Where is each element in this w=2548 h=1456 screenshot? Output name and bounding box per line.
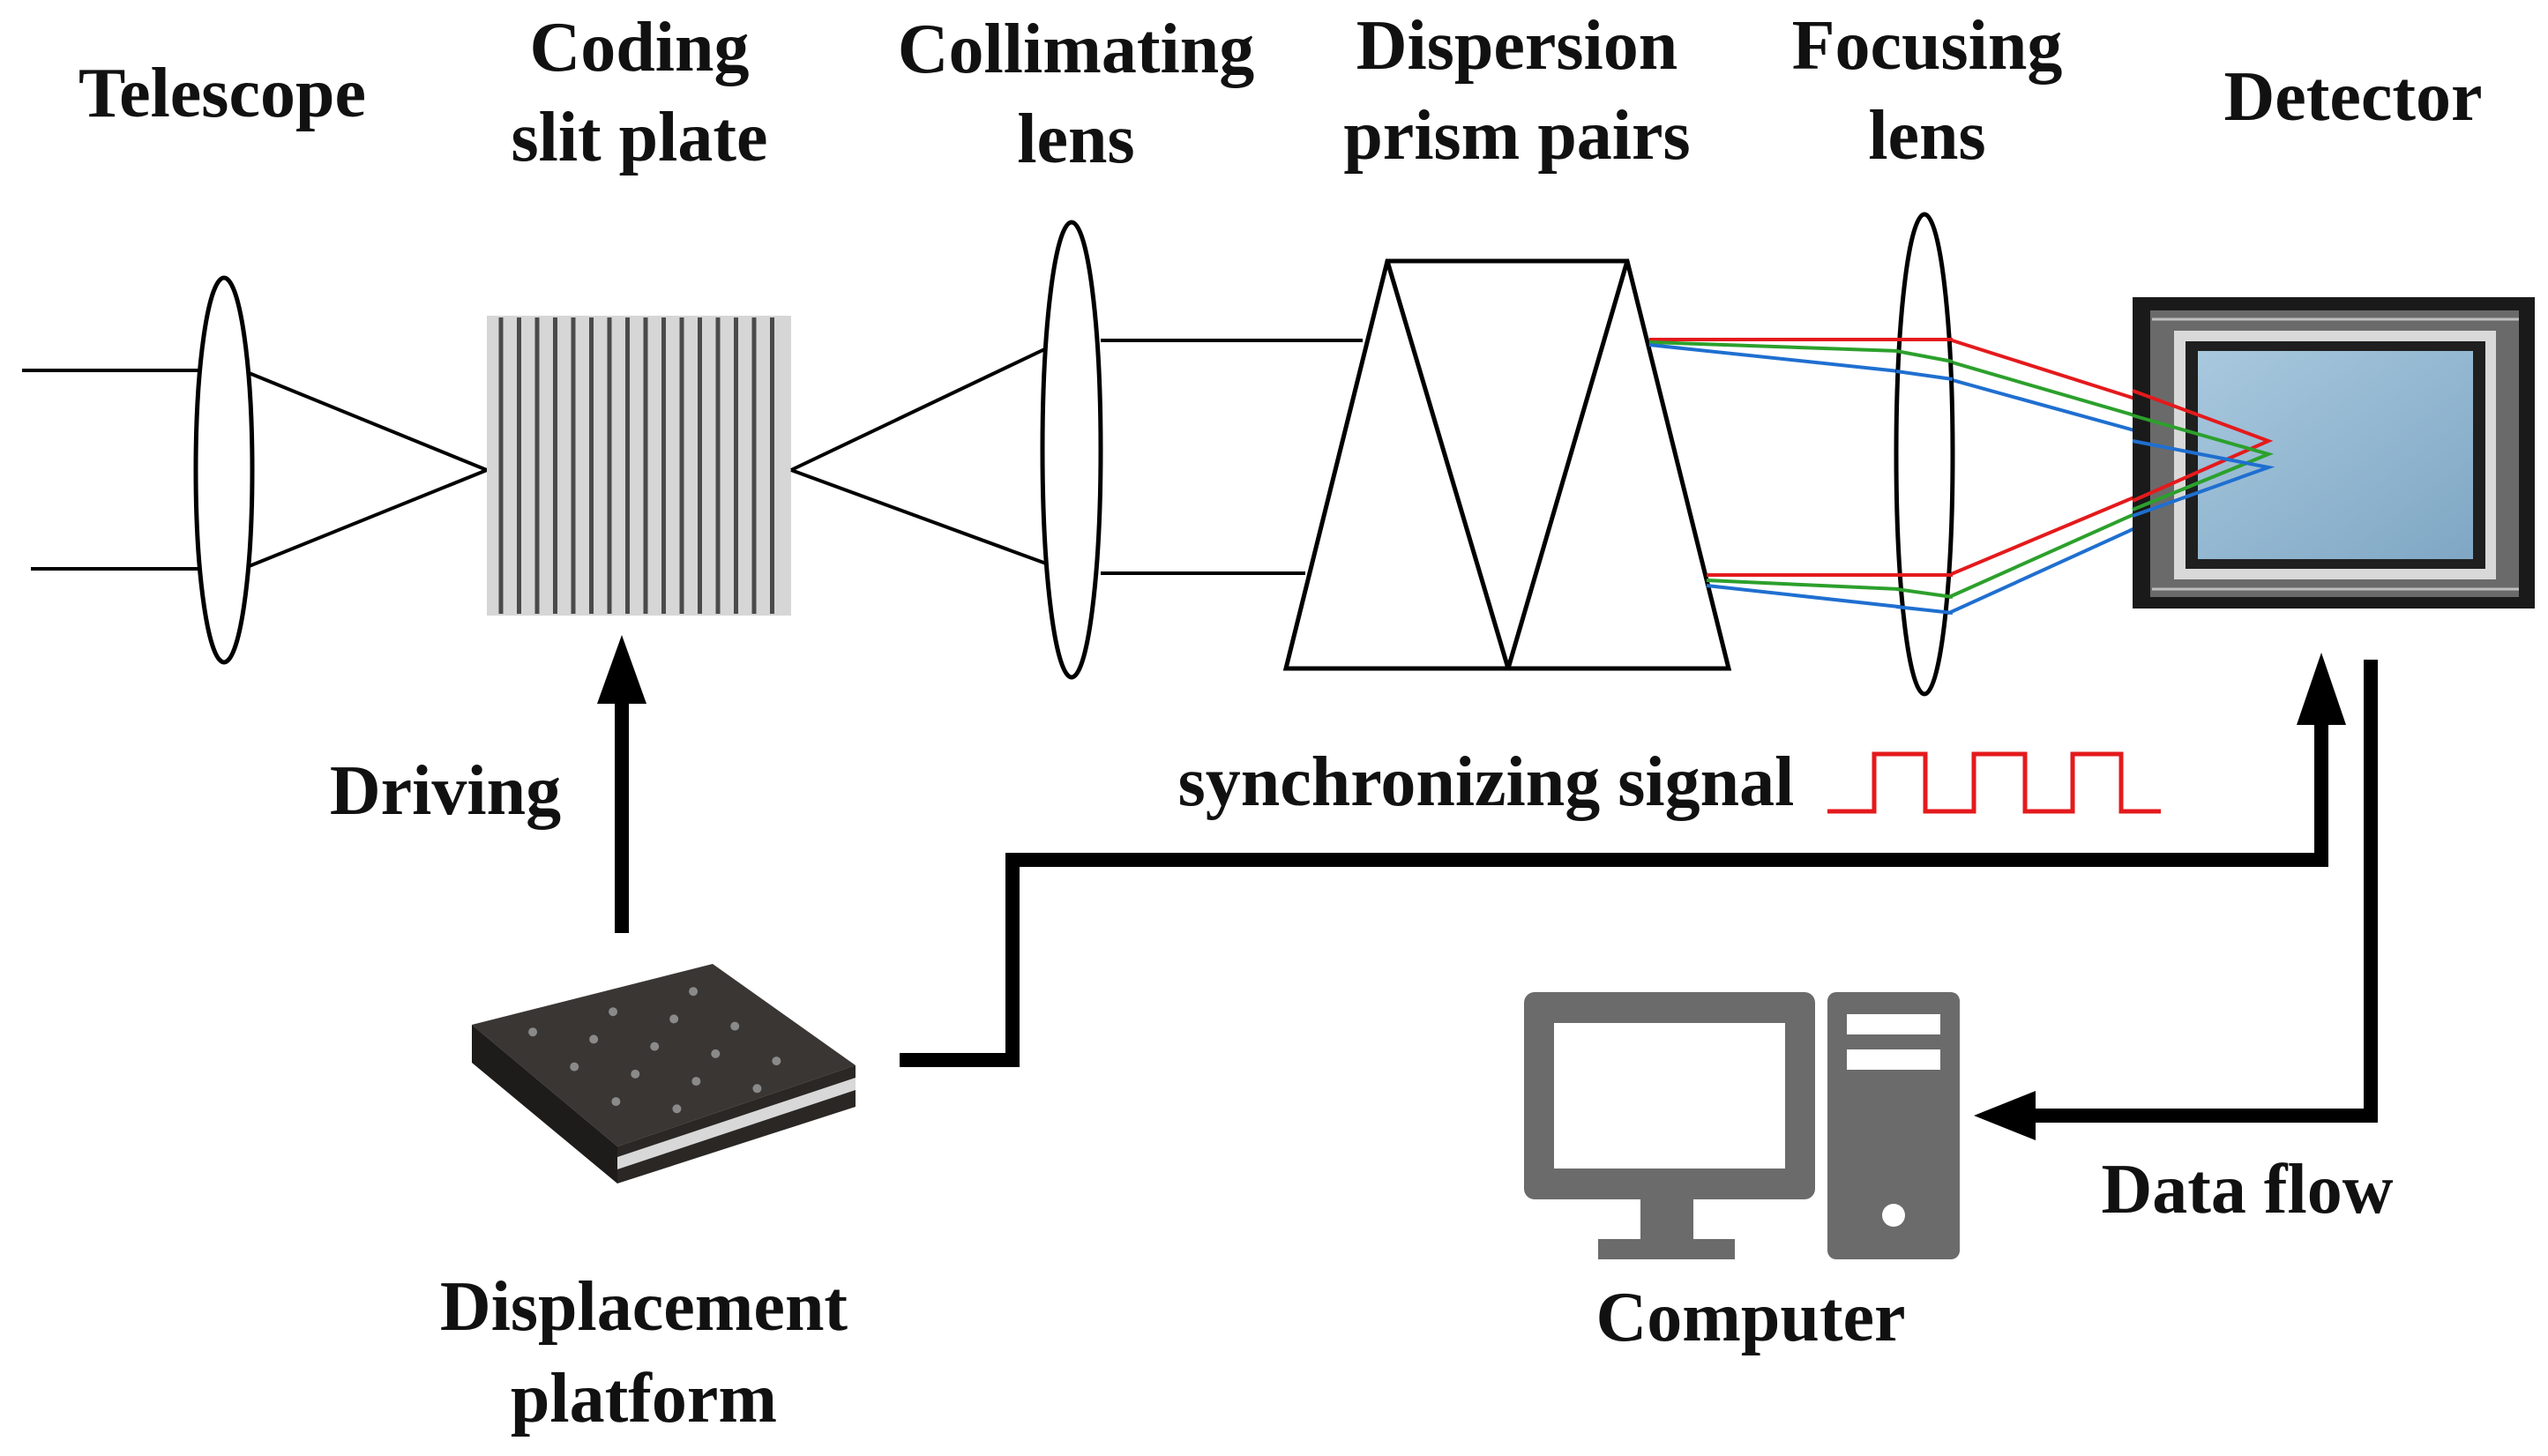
collimating-lens-label-line2: lens bbox=[1017, 101, 1134, 178]
diverging-rays bbox=[790, 342, 1057, 569]
driving-arrow bbox=[597, 635, 646, 933]
coding-slit-label-line1: Coding bbox=[530, 9, 750, 86]
telescope-lens bbox=[193, 275, 255, 665]
sync-square-wave bbox=[1827, 751, 2161, 814]
coding-slit-label-line2: slit plate bbox=[511, 99, 767, 176]
focused-rays-on-detector bbox=[2132, 389, 2275, 518]
rays-through-focusing-lens bbox=[1895, 338, 1954, 615]
platform-hole bbox=[611, 1097, 621, 1107]
platform-holes bbox=[528, 987, 781, 1114]
displacement-platform-label-line1: Displacement bbox=[440, 1268, 848, 1346]
platform-hole bbox=[772, 1057, 781, 1066]
displacement-platform-image bbox=[472, 964, 856, 1183]
displacement-platform-label-line2: platform bbox=[511, 1360, 777, 1437]
computer-label: Computer bbox=[1595, 1279, 1905, 1356]
detector-pins bbox=[2152, 317, 2519, 591]
data-flow-line bbox=[1974, 660, 2378, 1140]
platform-hole bbox=[669, 1014, 679, 1024]
platform-hole bbox=[672, 1104, 682, 1114]
platform-hole bbox=[752, 1084, 762, 1094]
sync-signal-label: synchronizing signal bbox=[1178, 743, 1795, 821]
platform-hole bbox=[711, 1049, 721, 1058]
platform-hole bbox=[570, 1062, 579, 1071]
slit-lines bbox=[498, 317, 774, 614]
dispersion-prism-label-line2: prism pairs bbox=[1343, 97, 1690, 175]
sync-signal-line bbox=[900, 653, 2346, 1067]
platform-hole bbox=[631, 1069, 640, 1079]
focusing-lens bbox=[1894, 212, 1955, 697]
platform-hole bbox=[609, 1007, 618, 1017]
detector-label: Detector bbox=[2223, 58, 2482, 136]
collimating-lens-label-line1: Collimating bbox=[898, 11, 1254, 88]
platform-hole bbox=[650, 1042, 660, 1051]
platform-hole bbox=[691, 1077, 701, 1086]
incoming-rays bbox=[22, 369, 488, 571]
dispersion-prism-pair bbox=[1282, 258, 1732, 671]
platform-hole bbox=[689, 987, 699, 997]
dispersion-prism-label-line1: Dispersion bbox=[1356, 7, 1678, 85]
focusing-lens-label-line1: Focusing bbox=[1792, 7, 2063, 85]
collimating-lens bbox=[1040, 220, 1103, 680]
platform-hole bbox=[589, 1034, 599, 1044]
platform-hole bbox=[730, 1021, 740, 1031]
telescope-label: Telescope bbox=[78, 55, 366, 132]
focusing-lens-label-line2: lens bbox=[1868, 97, 1985, 175]
driving-label: Driving bbox=[330, 752, 561, 830]
desktop-computer-icon bbox=[1524, 992, 1960, 1259]
collimated-beam bbox=[1101, 339, 1363, 575]
coding-slit-plate bbox=[487, 316, 791, 616]
data-flow-label: Data flow bbox=[2101, 1151, 2393, 1228]
platform-hole bbox=[528, 1027, 538, 1037]
